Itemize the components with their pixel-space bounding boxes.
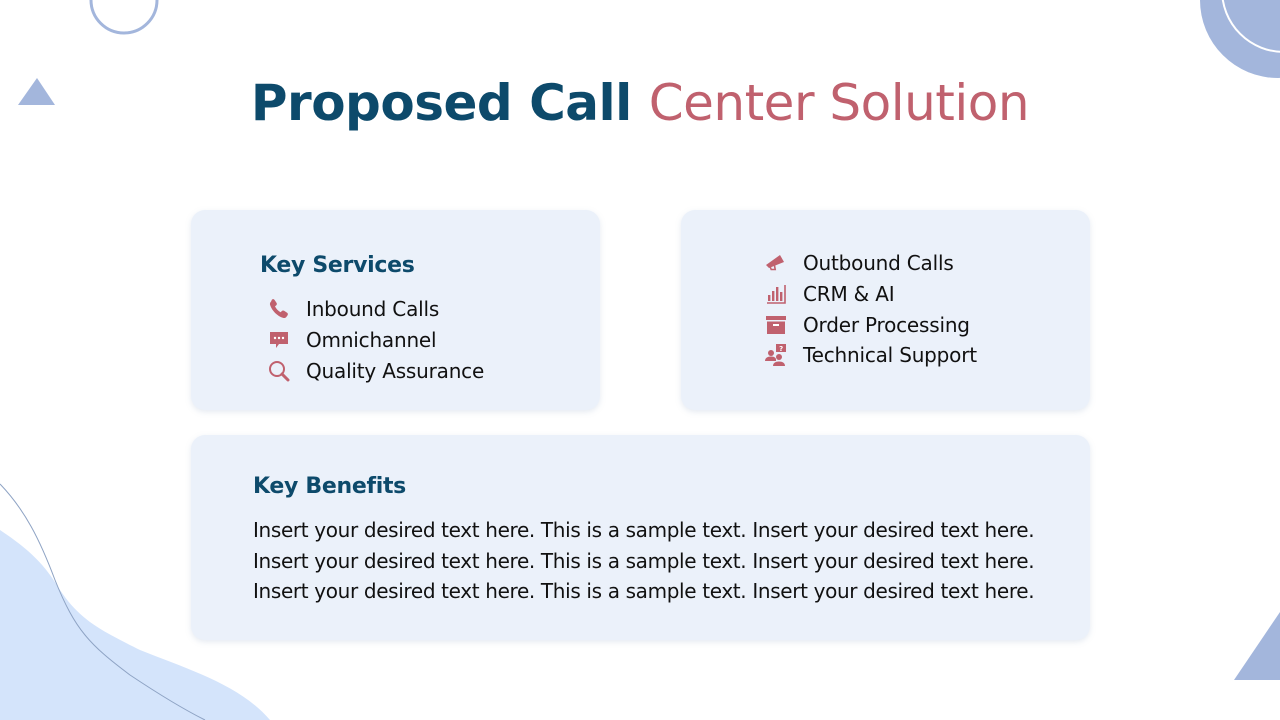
more-services-card: Outbound Calls CRM & AI Order Processing…: [681, 210, 1090, 410]
key-services-list: Inbound Calls Omnichannel Quality Assura…: [266, 294, 484, 386]
list-item-omnichannel: Omnichannel: [266, 325, 484, 356]
key-services-card: Key Services Inbound Calls Omnichannel Q…: [191, 210, 600, 410]
svg-text:?: ?: [779, 345, 783, 353]
benefit-line: Insert your desired text here. This is a…: [253, 579, 1035, 603]
phone-icon: [266, 296, 292, 322]
item-label: Quality Assurance: [306, 358, 485, 383]
page-title: Proposed Call Center Solution: [0, 70, 1280, 136]
decorative-ring-top-right: [1200, 0, 1280, 78]
item-label: Inbound Calls: [306, 297, 440, 322]
megaphone-icon: [763, 250, 789, 276]
list-item-quality-assurance: Quality Assurance: [266, 355, 484, 386]
decorative-triangle-top-left: [18, 78, 55, 105]
benefit-line: Insert your desired text here. This is a…: [253, 548, 1035, 573]
list-item-technical-support: ? Technical Support: [763, 340, 977, 371]
chat-bubble-icon: [266, 327, 292, 353]
decorative-wave-bottom-left: [0, 483, 270, 720]
title-part-primary: Proposed Call: [250, 74, 632, 132]
key-benefits-text: Insert your desired text here. This is a…: [253, 515, 1053, 607]
list-item-order-processing: Order Processing: [763, 309, 977, 340]
bar-chart-icon: [763, 281, 789, 307]
key-services-heading: Key Services: [260, 253, 415, 278]
list-item-outbound-calls: Outbound Calls: [763, 248, 977, 279]
support-people-icon: ?: [763, 342, 789, 368]
benefit-line: Insert your desired text here. This is a…: [253, 518, 1035, 542]
more-services-list: Outbound Calls CRM & AI Order Processing…: [763, 248, 977, 371]
item-label: Outbound Calls: [803, 251, 954, 276]
decorative-circle-outline: [89, 0, 159, 35]
archive-box-icon: [763, 312, 789, 338]
list-item-crm-ai: CRM & AI: [763, 279, 977, 310]
item-label: CRM & AI: [803, 282, 895, 307]
item-label: Omnichannel: [306, 328, 437, 353]
decorative-triangle-bottom-right: [1234, 612, 1280, 680]
title-part-accent: Center Solution: [648, 74, 1030, 132]
magnifier-icon: [266, 358, 292, 384]
key-benefits-card: Key Benefits Insert your desired text he…: [191, 435, 1090, 640]
item-label: Technical Support: [803, 343, 977, 368]
item-label: Order Processing: [803, 312, 970, 337]
list-item-inbound-calls: Inbound Calls: [266, 294, 484, 325]
key-benefits-heading: Key Benefits: [253, 474, 406, 499]
